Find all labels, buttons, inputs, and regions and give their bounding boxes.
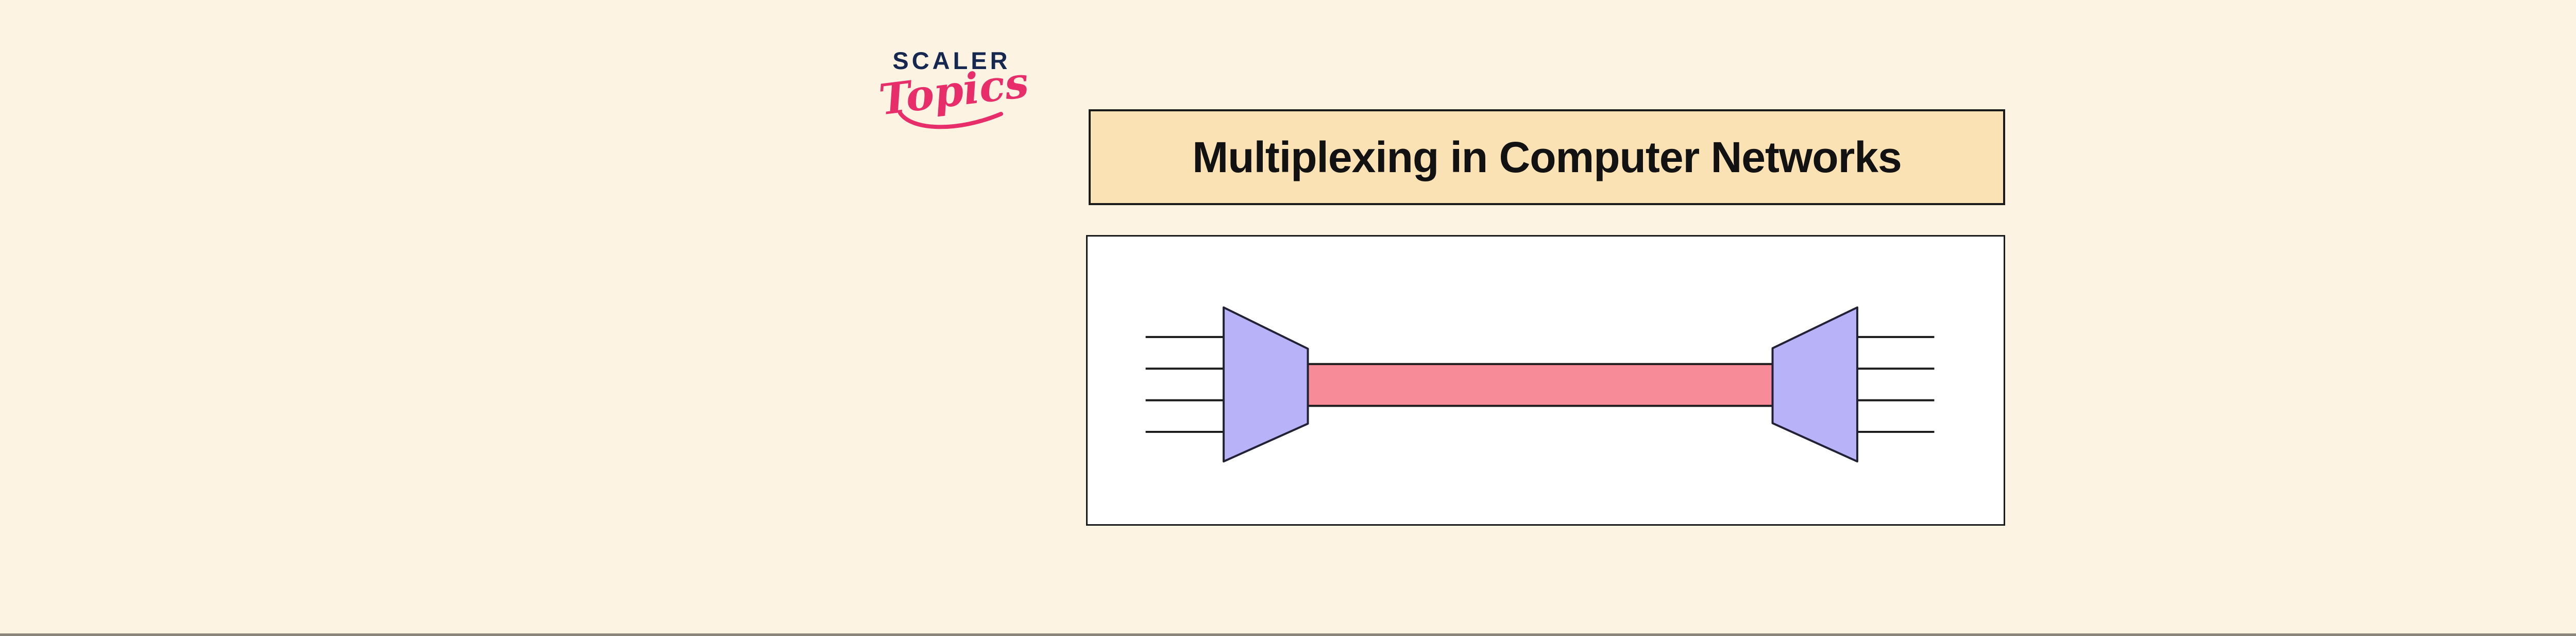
scaler-topics-logo: SCALER Topics (876, 47, 1031, 132)
multiplexer-shape (1223, 306, 1309, 463)
page-title: Multiplexing in Computer Networks (1192, 132, 1902, 181)
multiplexing-diagram-panel (1086, 235, 2005, 526)
demultiplexer-shape (1771, 306, 1858, 463)
logo-swash-stroke (898, 111, 1003, 129)
shared-link-bar (1307, 363, 1774, 407)
logo-underline-swash-icon (898, 111, 1003, 129)
bottom-edge-divider (0, 633, 2576, 636)
logo-brand-text: SCALER (892, 47, 1011, 74)
multiplexing-diagram-svg (1145, 306, 1935, 463)
title-banner: Multiplexing in Computer Networks (1089, 109, 2005, 205)
